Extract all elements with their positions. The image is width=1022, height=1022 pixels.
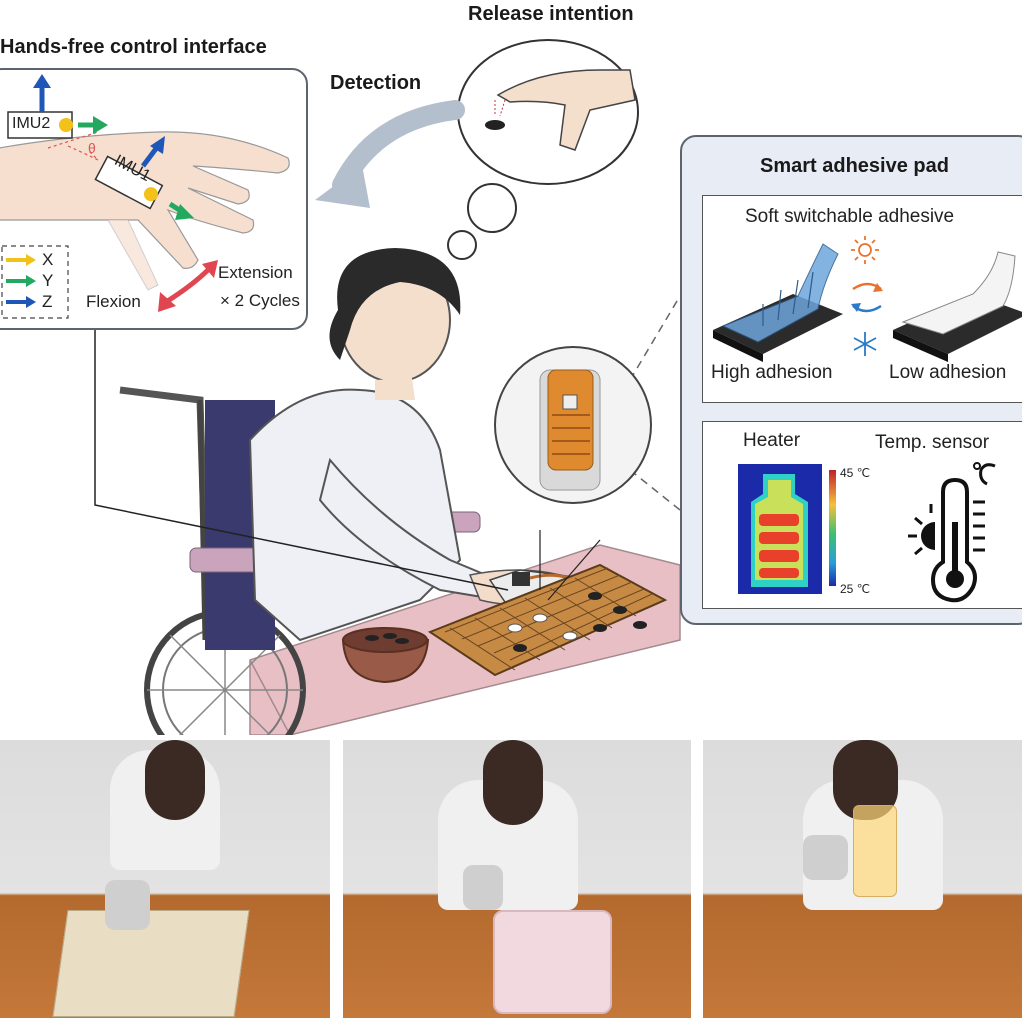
temperature-colorbar bbox=[829, 470, 836, 586]
hands-free-panel: IMU2 IMU1 θ X Y Z Extension × 2 Cycles F… bbox=[0, 68, 308, 330]
imu2-label: IMU2 bbox=[12, 115, 51, 132]
thought-bubble-icon bbox=[457, 39, 639, 185]
photo-glove-2 bbox=[463, 865, 503, 910]
smart-pad-title: Smart adhesive pad bbox=[760, 155, 949, 177]
temp-min-label: 25 ℃ bbox=[840, 582, 871, 596]
switch-arrows-icon bbox=[851, 282, 883, 313]
photo-glove bbox=[105, 880, 150, 930]
release-intention-label: Release intention bbox=[468, 3, 634, 25]
axis-x-label: X bbox=[42, 250, 54, 269]
photo-chess-task bbox=[0, 740, 330, 1018]
heater-map bbox=[738, 462, 996, 603]
cycle-arrow-icon bbox=[164, 266, 212, 305]
photo-person-head-2 bbox=[483, 740, 543, 825]
photo-basket bbox=[493, 910, 612, 1014]
smart-pad-panel: Smart adhesive pad Soft switchable adhes… bbox=[680, 135, 1022, 625]
thermometer-icon bbox=[908, 462, 996, 603]
theta-label: θ bbox=[88, 140, 96, 156]
hands-free-title: Hands-free control interface bbox=[0, 36, 267, 58]
photo-glove-3 bbox=[803, 835, 848, 880]
flexion-label: Flexion bbox=[86, 292, 141, 311]
hand-diagram bbox=[0, 74, 290, 319]
axis-legend bbox=[1, 245, 69, 319]
extension-label: Extension bbox=[218, 263, 293, 282]
low-adhesion-film bbox=[901, 251, 1016, 335]
photo-chess-board bbox=[52, 910, 250, 1017]
axis-y-label: Y bbox=[42, 271, 54, 290]
axis-z-label: Z bbox=[42, 292, 53, 311]
glove-electronics bbox=[512, 572, 530, 586]
heater-label: Heater bbox=[743, 430, 801, 451]
heater-subpanel: Heater Temp. sensor bbox=[702, 421, 1022, 609]
temp-sensor-label: Temp. sensor bbox=[875, 432, 990, 453]
heater-pad bbox=[547, 369, 594, 471]
detection-arrow-icon bbox=[332, 100, 465, 195]
sun-icon bbox=[851, 236, 879, 264]
high-adhesion-film bbox=[721, 243, 839, 343]
photo-cup-task bbox=[703, 740, 1022, 1018]
photo-card-basket-task bbox=[343, 740, 691, 1018]
main-illustration bbox=[94, 39, 681, 735]
snowflake-icon bbox=[853, 332, 877, 356]
photo-cup bbox=[853, 805, 897, 897]
temp-max-label: 45 ℃ bbox=[840, 466, 871, 480]
adhesive-diagram bbox=[713, 236, 1022, 362]
bubble-hand bbox=[496, 69, 636, 151]
connector-line-left bbox=[94, 330, 509, 591]
high-adhesion-label: High adhesion bbox=[711, 362, 833, 383]
detection-label: Detection bbox=[330, 72, 422, 94]
person-hair bbox=[329, 248, 461, 360]
photo-person-head bbox=[145, 740, 205, 820]
low-adhesion-label: Low adhesion bbox=[889, 362, 1007, 383]
soft-switchable-label: Soft switchable adhesive bbox=[745, 206, 955, 227]
go-stones bbox=[507, 592, 647, 652]
bubble-stone bbox=[485, 120, 505, 130]
connector-dashed bbox=[629, 295, 681, 511]
cycles-label: × 2 Cycles bbox=[220, 291, 300, 310]
adhesive-subpanel: Soft switchable adhesive bbox=[702, 195, 1022, 403]
